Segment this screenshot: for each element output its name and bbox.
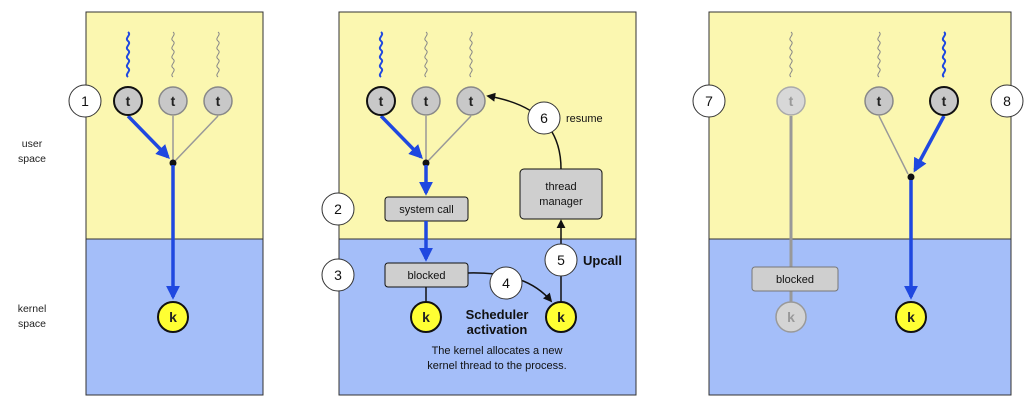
thread-node: t — [203, 86, 233, 116]
svg-text:4: 4 — [502, 275, 510, 291]
svg-text:t: t — [877, 93, 882, 109]
svg-text:t: t — [171, 93, 176, 109]
thread-node: t — [158, 86, 188, 116]
blocked-kernel-thread-node: k — [775, 301, 807, 333]
svg-text:blocked: blocked — [776, 274, 814, 286]
svg-text:manager: manager — [539, 196, 583, 208]
svg-text:t: t — [424, 93, 429, 109]
svg-text:system call: system call — [399, 204, 453, 216]
step-5-marker: 5 — [544, 243, 578, 277]
step-2-marker: 2 — [321, 192, 355, 226]
step-4-marker: 4 — [489, 266, 523, 300]
kernel-thread-node: k — [895, 301, 927, 333]
svg-text:t: t — [216, 93, 221, 109]
svg-text:2: 2 — [334, 201, 342, 217]
resume-label: resume — [566, 113, 603, 125]
svg-text:6: 6 — [540, 110, 548, 126]
svg-text:t: t — [789, 93, 794, 109]
svg-text:blocked: blocked — [408, 270, 446, 282]
active-path-arrow — [379, 114, 423, 160]
thread-node: t — [113, 86, 143, 116]
running-thread-squiggle — [125, 31, 131, 78]
thread-node: t — [929, 86, 959, 116]
idle-thread-squiggle — [216, 31, 220, 78]
system-call-box: system call — [384, 196, 469, 222]
note-line1: The kernel allocates a new — [432, 345, 563, 357]
blocked-box-right: blocked — [751, 266, 839, 292]
step-8-marker: 8 — [990, 84, 1024, 118]
svg-text:t: t — [469, 93, 474, 109]
thread-node: t — [366, 86, 396, 116]
svg-text:k: k — [907, 309, 915, 325]
blocked-thread-node: t — [776, 86, 806, 116]
idle-thread-squiggle — [469, 31, 473, 78]
idle-thread-squiggle — [789, 31, 793, 78]
upcall-label: Upcall — [583, 253, 622, 268]
svg-text:8: 8 — [1003, 93, 1011, 109]
user-space-label-line1: user — [22, 138, 43, 150]
panel-1: t t t k 1 — [68, 11, 264, 396]
thread-link — [427, 115, 472, 162]
svg-text:3: 3 — [334, 267, 342, 283]
note-line2: kernel thread to the process. — [427, 360, 566, 372]
kernel-space-label-line2: space — [18, 318, 46, 330]
active-path-arrow — [913, 115, 946, 173]
thread-node: t — [456, 86, 486, 116]
svg-text:k: k — [787, 309, 795, 325]
junction-dot — [907, 173, 915, 181]
active-path-arrow — [126, 114, 170, 160]
step-1-marker: 1 — [68, 84, 102, 118]
user-space-label-line2: space — [18, 153, 46, 165]
svg-text:k: k — [169, 309, 177, 325]
scheduler-activation-label-line1: Scheduler — [466, 307, 529, 322]
idle-thread-squiggle — [171, 31, 175, 78]
kernel-thread-node: k — [157, 301, 189, 333]
kernel-space-label-line1: kernel — [18, 303, 47, 315]
junction-dot — [422, 159, 430, 167]
running-thread-squiggle — [378, 31, 384, 78]
svg-text:thread: thread — [545, 181, 576, 193]
svg-text:k: k — [557, 309, 565, 325]
blocked-box: blocked — [384, 262, 469, 288]
scheduler-activation-label-line2: activation — [467, 322, 528, 337]
kernel-thread-node: k — [410, 301, 442, 333]
panel-3: blocked k k t t t 7 8 — [692, 11, 1024, 396]
thread-link — [878, 115, 909, 175]
new-kernel-thread-node: k — [545, 301, 577, 333]
svg-text:7: 7 — [705, 93, 713, 109]
svg-text:t: t — [942, 93, 947, 109]
idle-thread-squiggle — [424, 31, 428, 78]
panel-2: system call blocked k k thread manager t… — [321, 11, 637, 396]
svg-text:k: k — [422, 309, 430, 325]
step-6-marker: 6 — [527, 101, 561, 135]
svg-text:1: 1 — [81, 93, 89, 109]
step-7-marker: 7 — [692, 84, 726, 118]
thread-manager-box: thread manager — [519, 168, 603, 220]
kernel-space-region — [708, 238, 1012, 396]
idle-thread-squiggle — [877, 31, 881, 78]
junction-dot — [169, 159, 177, 167]
svg-text:t: t — [379, 93, 384, 109]
thread-node: t — [411, 86, 441, 116]
thread-node: t — [864, 86, 894, 116]
user-space-region — [708, 11, 1012, 240]
svg-text:t: t — [126, 93, 131, 109]
step-3-marker: 3 — [321, 258, 355, 292]
thread-link — [174, 115, 219, 162]
running-thread-squiggle — [941, 31, 947, 78]
svg-text:5: 5 — [557, 252, 565, 268]
